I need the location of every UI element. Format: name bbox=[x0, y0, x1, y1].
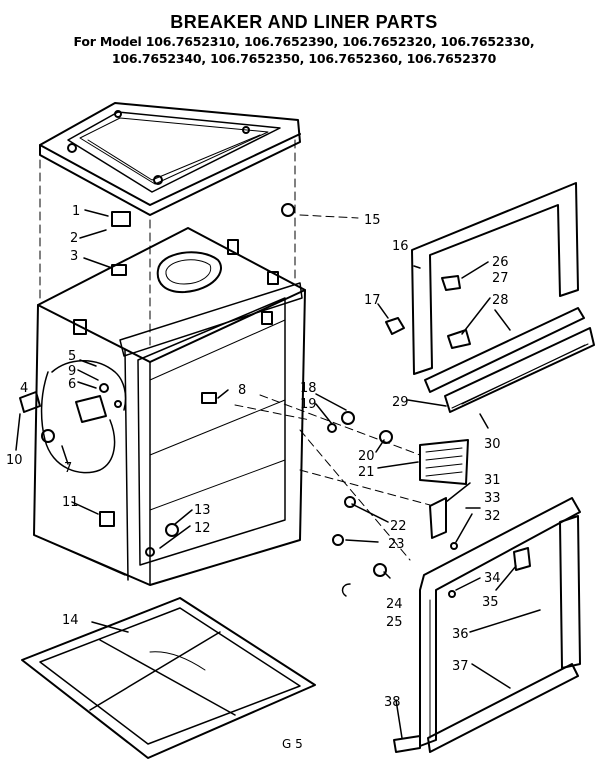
callout-28: 28 bbox=[492, 293, 509, 308]
callout-33: 33 bbox=[484, 491, 501, 506]
callout-22: 22 bbox=[390, 519, 407, 534]
callout-9: 9 bbox=[68, 364, 76, 379]
callout-18: 18 bbox=[300, 381, 317, 396]
callout-34: 34 bbox=[484, 571, 501, 586]
callout-labels: 1 2 3 5 9 6 4 7 10 8 11 13 12 14 15 16 1… bbox=[6, 204, 509, 751]
leader-lines bbox=[15, 209, 541, 739]
page-code: G 5 bbox=[282, 737, 303, 751]
callout-5: 5 bbox=[68, 349, 76, 364]
callout-6: 6 bbox=[68, 377, 76, 392]
callout-8: 8 bbox=[238, 383, 246, 398]
callout-20: 20 bbox=[358, 449, 375, 464]
callout-32: 32 bbox=[484, 509, 501, 524]
bottom-pan-illustration bbox=[21, 597, 316, 759]
callout-1: 1 bbox=[72, 204, 80, 219]
cabinet-illustration bbox=[33, 227, 306, 586]
callout-27: 27 bbox=[492, 271, 509, 286]
callout-19: 19 bbox=[300, 397, 317, 412]
callout-17: 17 bbox=[364, 293, 381, 308]
callout-14: 14 bbox=[62, 613, 79, 628]
model-list-line-2: 106.7652340, 106.7652350, 106.7652360, 1… bbox=[111, 51, 497, 66]
callout-11: 11 bbox=[62, 495, 79, 510]
callout-4: 4 bbox=[20, 381, 28, 396]
callout-23: 23 bbox=[388, 537, 405, 552]
callout-12: 12 bbox=[194, 521, 211, 536]
callout-24: 24 bbox=[386, 597, 403, 612]
callout-15: 15 bbox=[364, 213, 381, 228]
top-panel-illustration bbox=[39, 102, 301, 216]
callout-25: 25 bbox=[386, 615, 403, 630]
callout-37: 37 bbox=[452, 659, 469, 674]
callout-10: 10 bbox=[6, 453, 23, 468]
model-list-line-1: For Model 106.7652310, 106.7652390, 106.… bbox=[73, 34, 535, 49]
callout-16: 16 bbox=[392, 239, 409, 254]
callout-13: 13 bbox=[194, 503, 211, 518]
callout-35: 35 bbox=[482, 595, 499, 610]
callout-38: 38 bbox=[384, 695, 401, 710]
callout-36: 36 bbox=[452, 627, 469, 642]
callout-30: 30 bbox=[484, 437, 501, 452]
callout-7: 7 bbox=[64, 461, 72, 476]
callout-3: 3 bbox=[70, 249, 78, 264]
callout-29: 29 bbox=[392, 395, 409, 410]
callout-21: 21 bbox=[358, 465, 375, 480]
alignment-lines bbox=[39, 139, 431, 561]
diagram-title: BREAKER AND LINER PARTS bbox=[170, 12, 438, 32]
callout-2: 2 bbox=[70, 231, 78, 246]
liner-frame-illustration bbox=[19, 182, 595, 753]
callout-31: 31 bbox=[484, 473, 501, 488]
callout-26: 26 bbox=[492, 255, 509, 270]
